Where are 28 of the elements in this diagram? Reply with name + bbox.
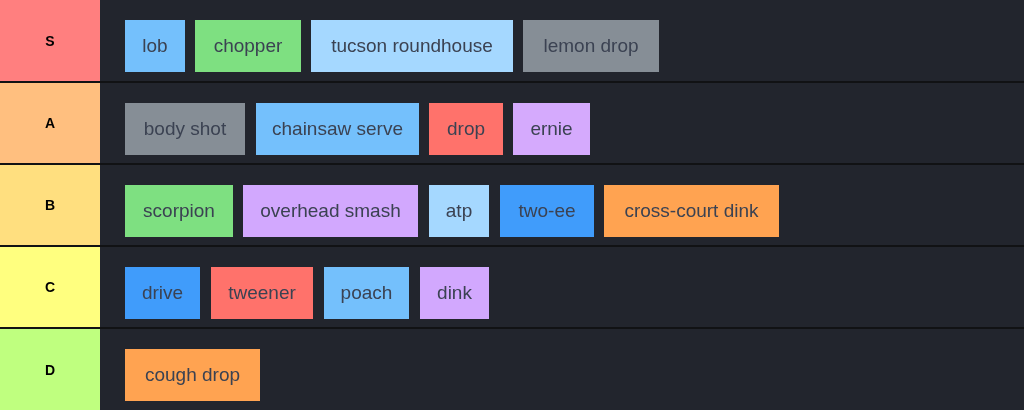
- tier-label: S: [0, 0, 100, 81]
- tier-item: atp: [429, 185, 489, 237]
- tier-item: lob: [125, 20, 185, 72]
- tier-item: chopper: [195, 20, 301, 72]
- tier-item: tucson roundhouse: [311, 20, 513, 72]
- tier-label: B: [0, 165, 100, 245]
- tier-item: ernie: [513, 103, 590, 155]
- tier-item: lemon drop: [523, 20, 659, 72]
- tier-row: [0, 165, 1024, 245]
- tier-item: tweener: [211, 267, 313, 319]
- tier-row: [0, 247, 1024, 327]
- tier-item: cough drop: [125, 349, 260, 401]
- tier-item: drive: [125, 267, 200, 319]
- tier-item: drop: [429, 103, 503, 155]
- tier-item: poach: [324, 267, 409, 319]
- tier-item: chainsaw serve: [256, 103, 419, 155]
- tier-label: D: [0, 329, 100, 410]
- tier-row: [0, 0, 1024, 81]
- tier-item: dink: [420, 267, 489, 319]
- tier-row: [0, 329, 1024, 410]
- tier-item: scorpion: [125, 185, 233, 237]
- tier-label: A: [0, 83, 100, 163]
- tier-item: body shot: [125, 103, 245, 155]
- tier-item: overhead smash: [243, 185, 418, 237]
- tier-row: [0, 83, 1024, 163]
- tier-item: two-ee: [500, 185, 594, 237]
- tier-item: cross-court dink: [604, 185, 779, 237]
- tier-label: C: [0, 247, 100, 327]
